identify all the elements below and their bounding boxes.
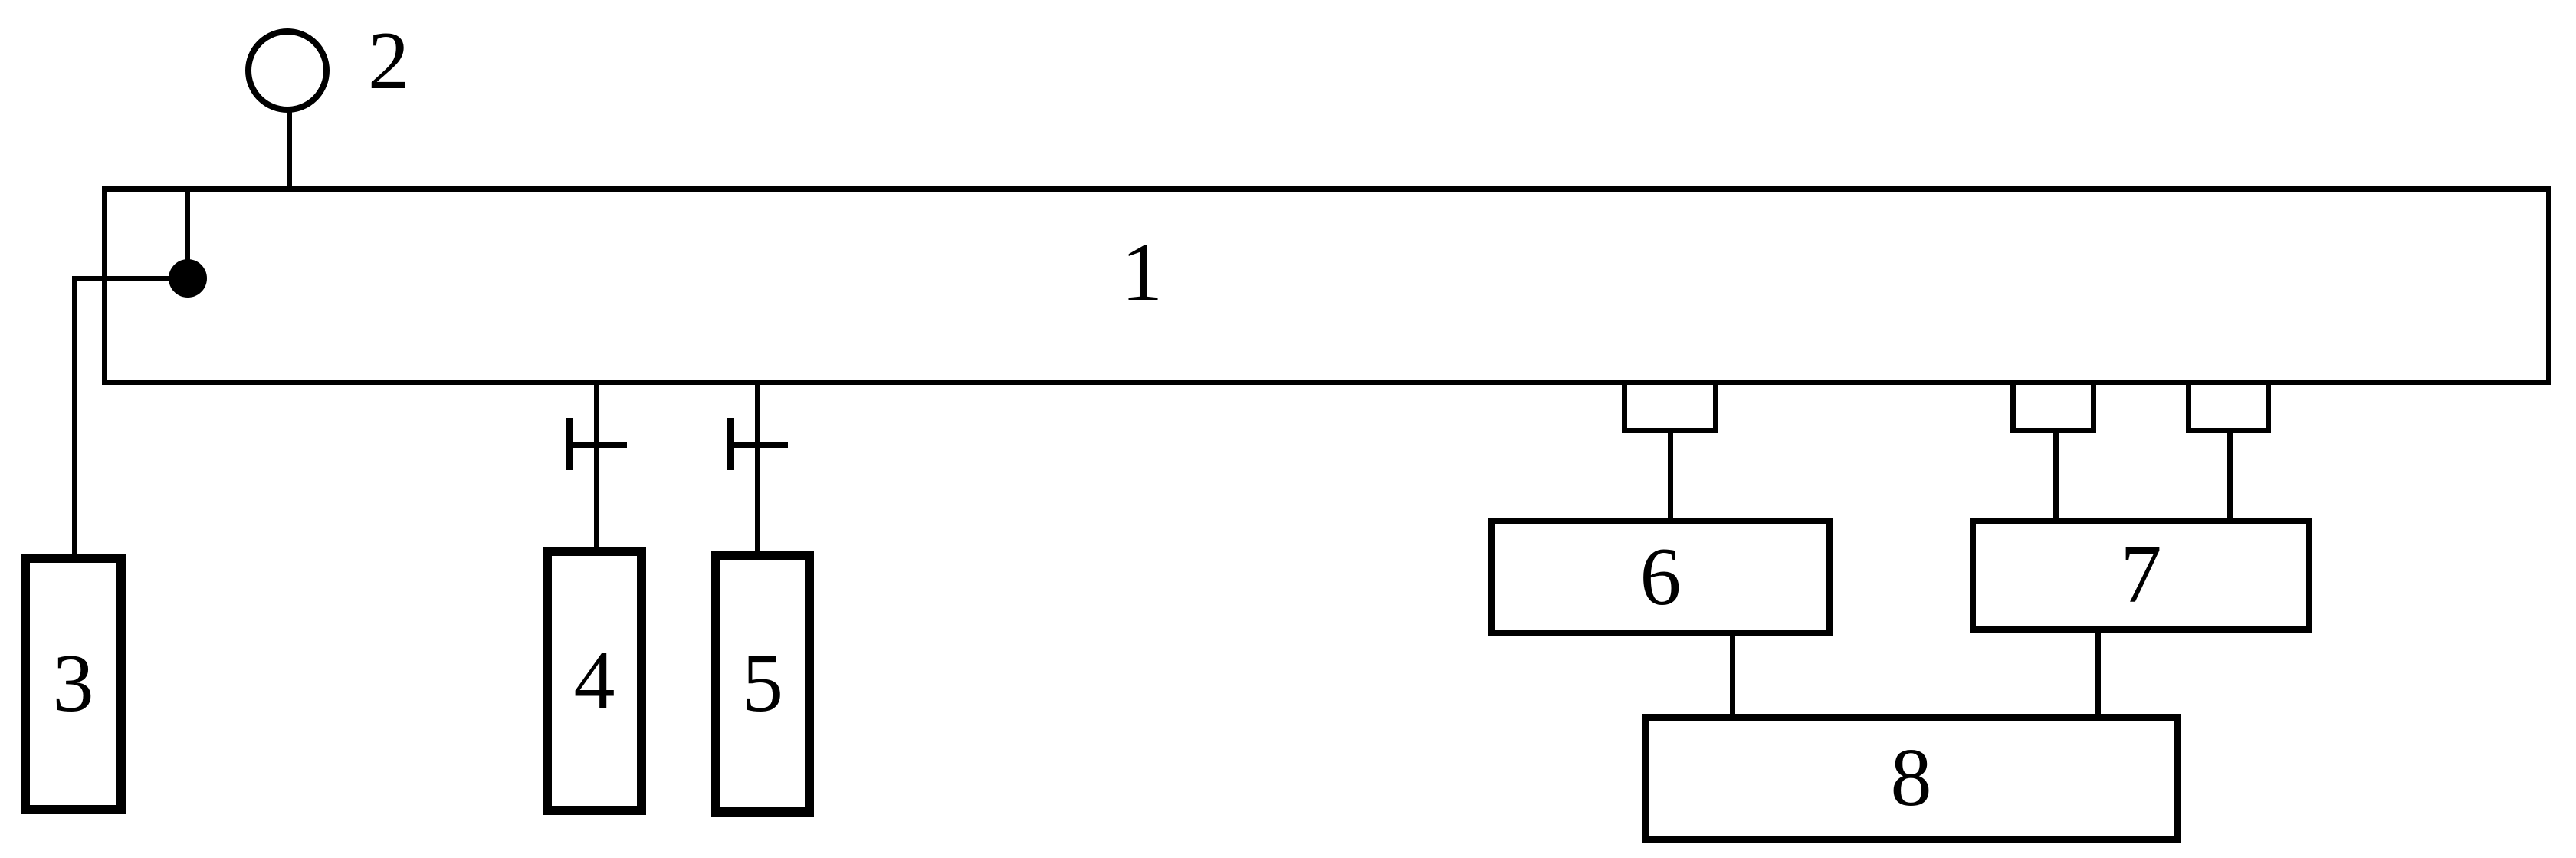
block-6-label: 6: [1639, 531, 1682, 623]
valve-symbol-4-tick: [568, 442, 627, 448]
block-7: 7: [1970, 518, 2312, 633]
connector-circle-to-block1: [287, 110, 292, 189]
connector-notch-right-to-block7: [2227, 431, 2233, 521]
block-8: 8: [1642, 714, 2181, 843]
block-4-label: 4: [573, 635, 615, 726]
circle-2-label: 2: [368, 15, 409, 107]
connector-junction-horizontal: [72, 276, 188, 281]
connector-block1-to-junction: [185, 186, 190, 280]
connector-block1-to-block4: [594, 385, 599, 550]
block-3: 3: [21, 554, 126, 814]
block-3-label: 3: [52, 638, 94, 729]
block-8-label: 8: [1890, 732, 1932, 823]
block-4: 4: [543, 547, 646, 815]
connector-notch-left-to-block7: [2053, 431, 2059, 521]
connector-junction-to-block3: [72, 276, 77, 556]
block-7-label: 7: [2120, 529, 2162, 620]
block-1-main-bar: [102, 186, 2551, 385]
block-6: 6: [1488, 518, 1833, 636]
notch-connector-block6: [1622, 385, 1718, 433]
connector-block7-to-block8: [2095, 630, 2101, 718]
notch-connector-block7-right: [2186, 385, 2271, 433]
block-5-label: 5: [742, 638, 783, 729]
valve-symbol-5-tick: [729, 442, 788, 448]
notch-connector-block7-left: [2010, 385, 2096, 433]
circle-symbol-2: [245, 28, 330, 113]
block-5: 5: [711, 551, 814, 817]
connector-block6-to-block8: [1730, 633, 1735, 718]
connector-notch-to-block6: [1668, 431, 1673, 521]
block-1-label: 1: [1121, 227, 1163, 318]
connector-block1-to-block5: [755, 385, 760, 554]
